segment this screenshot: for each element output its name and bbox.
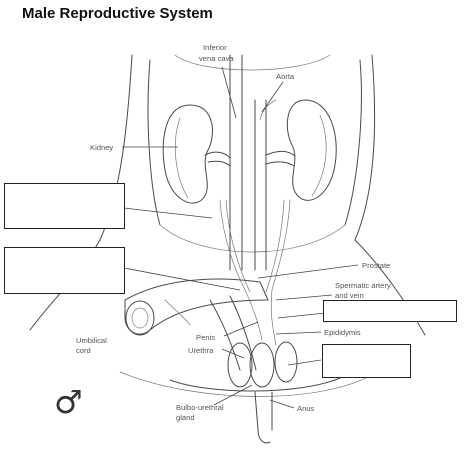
leader-blank-1 (123, 207, 213, 219)
blank-label-box-4[interactable] (322, 344, 411, 378)
leader-blank-3 (277, 312, 326, 319)
label-anus: Anus (297, 404, 315, 413)
penis-shape (124, 278, 269, 371)
leader-spermatic (275, 294, 333, 301)
label-aorta: Aorta (276, 72, 295, 81)
label-kidney: Kidney (90, 143, 113, 152)
leader-lines (122, 66, 359, 409)
leader-blank-4 (287, 359, 322, 366)
great-vessels (204, 54, 296, 271)
male-symbol-icon: ♂ (54, 383, 83, 421)
label-spermatic-2: and vein (335, 291, 364, 300)
label-umbilical-1: Umbilical (76, 336, 107, 345)
lower-structures (119, 341, 381, 444)
label-inferior-vena-cava-2: vena cava (199, 54, 234, 63)
label-penis: Penis (196, 333, 215, 342)
label-urethra: Urethra (188, 346, 214, 355)
leader-bulbo-urethral (213, 384, 253, 406)
leader-penis (223, 321, 259, 337)
leader-anus (269, 399, 295, 409)
label-umbilical-2: cord (76, 346, 91, 355)
label-bulbo-urethral-2: gland (176, 413, 195, 422)
label-spermatic-1: Spermatic artery (335, 281, 391, 290)
blank-label-box-3[interactable] (323, 300, 457, 322)
label-inferior-vena-cava-1: Inferior (203, 43, 227, 52)
left-kidney (162, 104, 213, 204)
page-title: Male Reproductive System (22, 5, 213, 22)
blank-label-box-2[interactable] (4, 247, 125, 294)
label-bulbo-urethral-1: Bulbo-urethral (176, 403, 224, 412)
leader-epididymis (275, 331, 322, 335)
label-prostate: Prostate (362, 261, 390, 270)
right-kidney (286, 99, 337, 201)
label-epididymis: Epididymis (324, 328, 361, 337)
leader-blank-2 (123, 267, 241, 291)
blank-label-box-1[interactable] (4, 183, 125, 229)
leader-aorta (261, 81, 284, 113)
body-outline (29, 54, 426, 336)
leader-urethra (221, 348, 245, 359)
leader-inferior-vena-cava (221, 66, 237, 119)
spermatic-cords (219, 199, 291, 346)
leader-prostate (257, 264, 359, 279)
